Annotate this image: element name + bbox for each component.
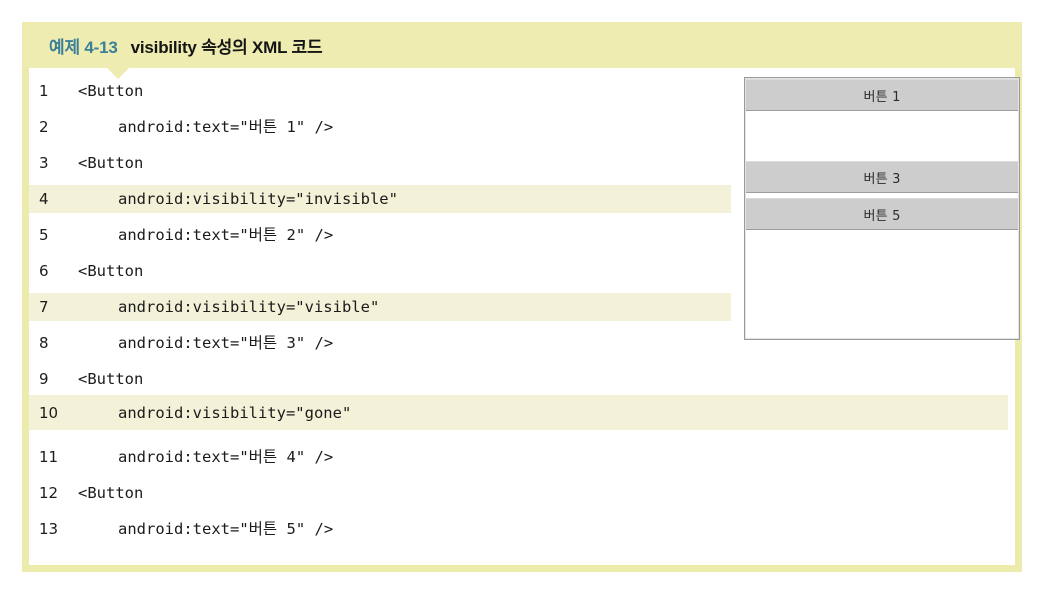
code-line: 12 <Button xyxy=(22,479,1022,507)
code-line-text: android:text="버튼 5" /> xyxy=(118,520,334,538)
code-line: 1 <Button xyxy=(22,77,1022,105)
code-line: 3 <Button xyxy=(22,149,1022,177)
code-line: 8 android:text="버튼 3" /> xyxy=(22,329,1022,357)
code-line-number: 13 xyxy=(39,520,59,538)
preview-button-3[interactable]: 버튼 3 xyxy=(746,161,1018,193)
code-line-text: android:text="버튼 1" /> xyxy=(118,118,334,136)
code-line: 4 android:visibility="invisible" xyxy=(22,185,1022,213)
preview-button-1-label: 버튼 1 xyxy=(863,89,901,105)
code-line-number: 4 xyxy=(39,190,49,208)
preview-button-5[interactable]: 버튼 5 xyxy=(746,198,1018,230)
figure-header: 예제 4-13 visibility 속성의 XML 코드 xyxy=(22,22,1022,68)
code-line: 9 <Button xyxy=(22,365,1022,393)
preview-button-5-label: 버튼 5 xyxy=(863,208,901,224)
code-line: 6 <Button xyxy=(22,257,1022,285)
android-screen-preview: 버튼 1 버튼 3 버튼 5 xyxy=(744,77,1020,340)
code-line-number: 9 xyxy=(39,370,49,388)
code-line: 5 android:text="버튼 2" /> xyxy=(22,221,1022,249)
code-line-number: 12 xyxy=(39,484,59,502)
example-figure-card: 예제 4-13 visibility 속성의 XML 코드 1 <Button 2 a… xyxy=(22,22,1022,572)
preview-button-3-label: 버튼 3 xyxy=(863,171,901,187)
code-line: 10 android:visibility="gone" xyxy=(22,395,1022,430)
example-title-label: visibility 속성의 XML 코드 xyxy=(130,37,323,57)
code-line-number: 3 xyxy=(39,154,49,172)
code-line-text: android:visibility="invisible" xyxy=(118,190,398,208)
code-line-number: 1 xyxy=(39,82,49,100)
code-line-highlight xyxy=(29,185,731,213)
preview-button-1[interactable]: 버튼 1 xyxy=(746,79,1018,111)
code-line-text: android:visibility="gone" xyxy=(118,404,352,422)
code-line-text: android:text="버튼 3" /> xyxy=(118,334,334,352)
code-line-number: 2 xyxy=(39,118,49,136)
code-line-highlight xyxy=(29,395,1008,430)
code-line-number: 6 xyxy=(39,262,49,280)
code-line-text: <Button xyxy=(78,154,144,172)
code-line-number: 10 xyxy=(39,404,59,422)
preview-screen-content: 버튼 1 버튼 3 버튼 5 xyxy=(745,78,1019,339)
code-line-text: <Button xyxy=(78,82,144,100)
code-line: 11 android:text="버튼 4" /> xyxy=(22,443,1022,471)
code-line-number: 5 xyxy=(39,226,49,244)
code-line-number: 11 xyxy=(39,448,59,466)
code-line-number: 8 xyxy=(39,334,49,352)
code-line-highlight xyxy=(29,293,731,321)
code-line-text: <Button xyxy=(78,370,144,388)
code-line-text: android:text="버튼 2" /> xyxy=(118,226,334,244)
code-line-text: <Button xyxy=(78,262,144,280)
code-line-text: android:text="버튼 4" /> xyxy=(118,448,334,466)
header-notch-triangle-icon xyxy=(107,68,129,79)
code-line-text: android:visibility="visible" xyxy=(118,298,380,316)
code-line: 2 android:text="버튼 1" /> xyxy=(22,113,1022,141)
example-number-label: 예제 4-13 xyxy=(49,37,118,57)
code-line-number: 7 xyxy=(39,298,49,316)
code-listing: 1 <Button 2 android:text="버튼 1" /> 3 <Button 4… xyxy=(22,68,1022,572)
code-line-text: <Button xyxy=(78,484,144,502)
code-line: 7 android:visibility="visible" xyxy=(22,293,1022,321)
code-line: 13 android:text="버튼 5" /> xyxy=(22,515,1022,543)
